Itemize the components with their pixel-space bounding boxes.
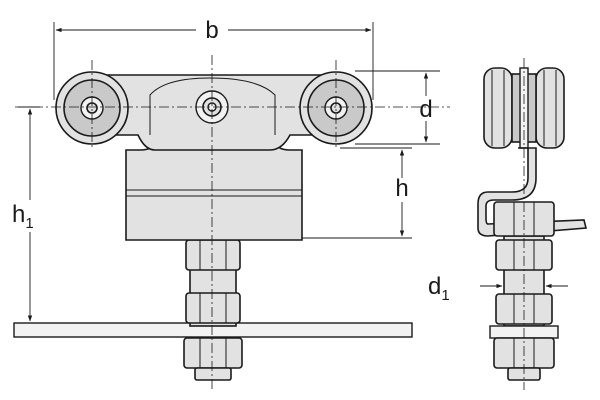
dimension-h: h	[302, 147, 412, 239]
dimension-d1: d1	[428, 273, 568, 304]
front-view	[13, 55, 450, 390]
hex-nut-lower	[185, 292, 241, 324]
label-d: d	[419, 96, 432, 123]
wheel-right	[299, 71, 373, 145]
hex-nut-bottom	[183, 337, 243, 369]
label-h1: h1	[12, 201, 34, 232]
side-hook-bracket	[477, 147, 588, 237]
side-wheel-left	[483, 67, 513, 149]
side-view	[477, 58, 588, 390]
dimension-b: b	[53, 17, 374, 100]
dimension-d: d	[355, 70, 440, 145]
side-wheel-right	[535, 67, 565, 149]
suspension-bolt	[183, 199, 243, 381]
carriage-body	[125, 139, 303, 241]
hex-nut-middle	[185, 239, 241, 271]
label-b: b	[205, 17, 218, 44]
label-d1: d1	[428, 273, 450, 304]
label-h: h	[395, 175, 408, 202]
dimension-h1: h1	[12, 106, 40, 322]
